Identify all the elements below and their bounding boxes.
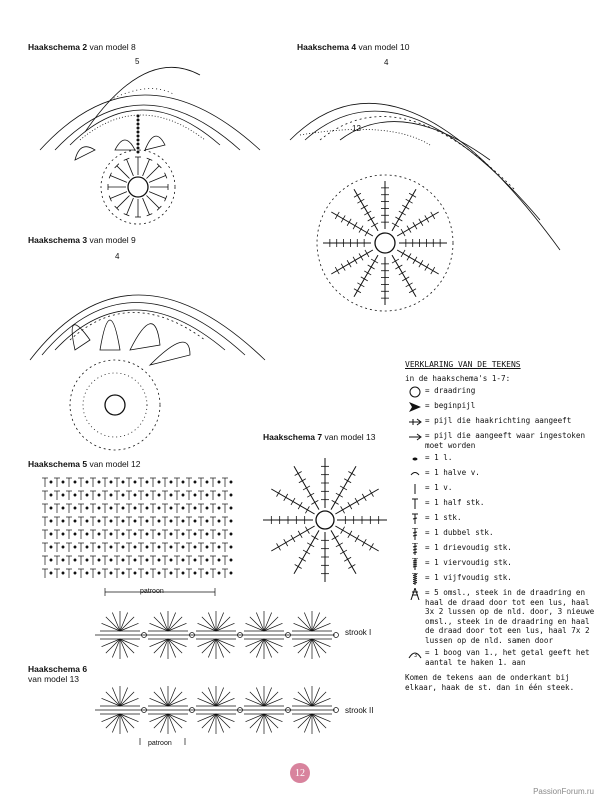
legend-row: = 1 l. (405, 453, 595, 465)
legend-text: = pijl die haakrichting aangeeft (425, 416, 595, 425)
quintuple-treble-icon (405, 573, 425, 585)
triple-treble-icon (405, 543, 425, 555)
slip-stitch-icon (405, 468, 425, 480)
legend-row: = 5 omsl., steek in de draadring en haal… (405, 588, 595, 645)
legend-heading: VERKLARING VAN DE TEKENS (405, 360, 595, 370)
schema-3-diagram (30, 295, 265, 450)
legend-text: = 1 stk. (425, 513, 595, 522)
strook-1-label: strook I (345, 628, 371, 637)
legend-text: = pijl die aangeeft waar ingestoken moet… (425, 431, 595, 450)
start-arrow-icon (405, 401, 425, 413)
half-double-icon (405, 498, 425, 510)
insert-arrow-icon (405, 431, 425, 443)
legend-text: = 1 v. (425, 483, 595, 492)
legend-row: = 1 dubbel stk. (405, 528, 595, 540)
chain-icon (405, 453, 425, 465)
direction-arrow-icon (405, 416, 425, 428)
legend-footnote: Komen de tekens aan de onderkant bij elk… (405, 673, 595, 692)
legend-row: = pijl die aangeeft waar ingestoken moet… (405, 431, 595, 450)
legend-text: = 1 half stk. (425, 498, 595, 507)
legend-row: = 1 halve v. (405, 468, 595, 480)
legend-text: = 1 boog van 1., het getal geeft het aan… (425, 648, 595, 667)
schema-4-diagram (290, 103, 560, 311)
treble-icon (405, 528, 425, 540)
legend-text: = 1 dubbel stk. (425, 528, 595, 537)
arc-icon: 3 (405, 648, 425, 660)
legend-text: = 1 viervoudig stk. (425, 558, 595, 567)
schema-7-diagram (263, 458, 387, 582)
magic-ring-icon (405, 386, 425, 398)
single-crochet-icon (405, 483, 425, 495)
symbol-legend: VERKLARING VAN DE TEKENS in de haakschem… (405, 360, 595, 692)
legend-row: = 1 drievoudig stk. (405, 543, 595, 555)
strook-2-label: strook II (345, 706, 373, 715)
schema-6-diagram (95, 611, 339, 745)
schema-5-diagram (42, 478, 232, 596)
quadruple-treble-icon (405, 558, 425, 570)
arc-count: 4 (384, 58, 388, 67)
legend-text: = draadring (425, 386, 595, 395)
legend-row: = 1 viervoudig stk. (405, 558, 595, 570)
arc-count: 5 (135, 57, 139, 66)
legend-text: = 1 vijfvoudig stk. (425, 573, 595, 582)
legend-row: = beginpijl (405, 401, 595, 413)
double-crochet-icon (405, 513, 425, 525)
page-number-badge: 12 (290, 763, 310, 783)
svg-text:3: 3 (414, 653, 417, 659)
patroon-label-5: patroon (140, 588, 164, 595)
legend-row: = 1 half stk. (405, 498, 595, 510)
legend-text: = 1 halve v. (425, 468, 595, 477)
legend-row: = draadring (405, 386, 595, 398)
watermark: PassionForum.ru (533, 787, 594, 796)
legend-subheading: in de haakschema's 1-7: (405, 374, 595, 383)
patroon-label-6: patroon (148, 740, 172, 747)
legend-text: = 1 l. (425, 453, 595, 462)
legend-text: = beginpijl (425, 401, 595, 410)
legend-text: = 5 omsl., steek in de draadring en haal… (425, 588, 595, 645)
legend-row: = 1 vijfvoudig stk. (405, 573, 595, 585)
page-number: 12 (295, 768, 305, 779)
legend-row: = 1 stk. (405, 513, 595, 525)
arc-count: 4 (115, 252, 119, 261)
legend-row: = pijl die haakrichting aangeeft (405, 416, 595, 428)
arc-count: 12 (352, 124, 361, 133)
schema-2-diagram (40, 67, 260, 224)
cluster-stitch-icon (405, 588, 425, 600)
legend-row: 3 = 1 boog van 1., het getal geeft het aa… (405, 648, 595, 667)
legend-text: = 1 drievoudig stk. (425, 543, 595, 552)
legend-row: = 1 v. (405, 483, 595, 495)
